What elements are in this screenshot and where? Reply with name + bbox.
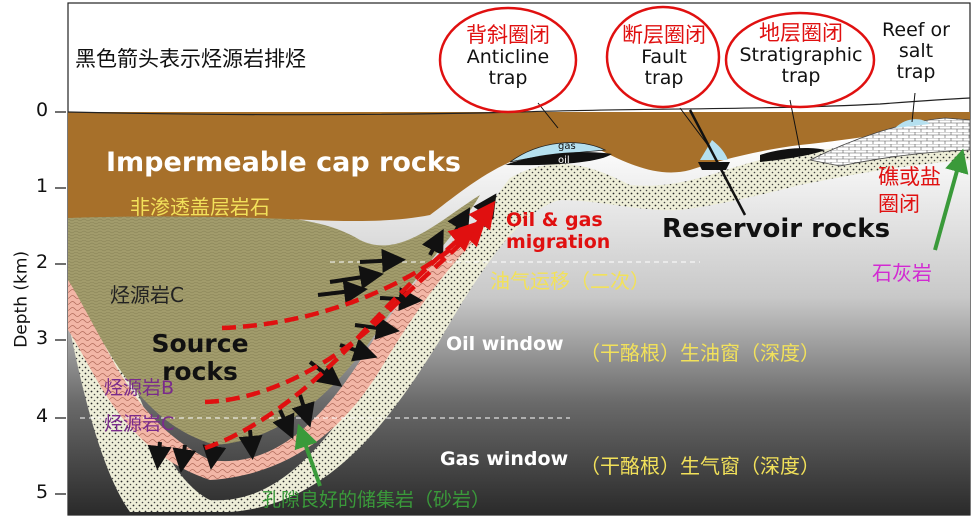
expulsion-arrow xyxy=(359,248,406,273)
depth-tick-label: 1 xyxy=(36,175,49,197)
anticline-pointer xyxy=(537,102,559,129)
stratigraphic-trap-label: 地层圈闭 Stratigraphic trap xyxy=(730,21,872,87)
reef-pointer xyxy=(911,92,916,123)
anticline-line1: Anticline xyxy=(466,46,550,69)
source-olive-band xyxy=(68,195,480,445)
depth-tick-label: 0 xyxy=(36,99,49,121)
source-rocks-line2: rocks xyxy=(162,356,238,386)
stratigraphic-cn: 地层圈闭 xyxy=(759,21,843,45)
anticline-cn: 背斜圈闭 xyxy=(466,23,550,47)
depth-tick-label: 3 xyxy=(36,327,49,349)
depth-axis-title: Depth (km) xyxy=(11,250,32,348)
migration-path xyxy=(204,224,477,451)
fault-oil xyxy=(698,162,730,170)
depth-tick-label: 4 xyxy=(36,405,49,427)
source-c-upper-label: 烃源岩C xyxy=(110,283,184,307)
expulsion-arrow xyxy=(354,315,400,340)
reef-line1: Reef or xyxy=(882,19,950,41)
fault-gas xyxy=(700,140,728,160)
anticline-oil xyxy=(505,152,612,166)
migration-cn-label: 油气运移（二次） xyxy=(490,269,650,293)
reef-line2: salt xyxy=(898,39,934,62)
oil-window-cn-label: （干酪根）生油窗（深度） xyxy=(580,341,820,365)
gas-window-cn-label: （干酪根）生气窗（深度） xyxy=(580,454,820,478)
source-b-label: 烃源岩B xyxy=(104,377,175,399)
migration-label: Oil & gas migration xyxy=(506,209,611,254)
stratigraphic-oil xyxy=(760,147,825,162)
source-rocks-line1: Source xyxy=(151,329,249,358)
migration-paths xyxy=(204,200,496,451)
fault-line xyxy=(688,109,747,216)
reef-cn-line2: 圈闭 xyxy=(878,192,920,217)
depth-tick-label: 2 xyxy=(36,251,49,273)
oil-window-label: Oil window xyxy=(446,333,564,355)
reservoir-rocks-label: Reservoir rocks xyxy=(662,214,891,244)
gas-window-label: Gas window xyxy=(440,448,569,470)
migration-line2: migration xyxy=(506,230,611,253)
migration-line1: Oil & gas xyxy=(506,209,603,231)
cap-rocks-cn-label: 非渗透盖层岩石 xyxy=(130,195,270,219)
depth-tick-label: 5 xyxy=(36,481,49,503)
anticline-oil-label: oil xyxy=(558,155,570,166)
source-rocks-label: Source rocks xyxy=(140,330,260,385)
reef-cn-label: 礁或盐 圈闭 xyxy=(878,164,941,219)
expulsion-arrow xyxy=(172,444,197,473)
expulsion-arrow xyxy=(317,279,368,304)
anticline-gas-label: gas xyxy=(558,141,576,152)
fault-line2: trap xyxy=(644,66,684,89)
stratigraphic-line2: trap xyxy=(781,64,821,87)
fault-line1: Fault xyxy=(641,46,687,69)
expulsion-arrow xyxy=(238,429,263,460)
anticline-circle xyxy=(438,6,578,114)
stratigraphic-line1: Stratigraphic xyxy=(739,44,863,67)
reservoir-layer xyxy=(68,135,970,512)
expulsion-arrow xyxy=(329,265,384,290)
reef-line3: trap xyxy=(896,60,936,83)
limestone-label: 石灰岩 xyxy=(872,261,932,285)
fault-pointer xyxy=(679,107,711,149)
reef-gas-pocket xyxy=(895,119,930,128)
surface-line xyxy=(67,97,971,116)
reservoir-cn-label: 孔隙良好的储集岩（砂岩） xyxy=(262,489,491,511)
stratigraphic-pointer xyxy=(789,99,801,151)
reef-cn-line1: 礁或盐 xyxy=(878,165,941,189)
expulsion-arrow xyxy=(291,394,315,428)
reef-trap-label: Reef or salt trap xyxy=(870,20,962,83)
fault-trap-label: 断层圈闭 Fault trap xyxy=(604,23,724,89)
stratigraphic-circle xyxy=(724,11,876,109)
caption: 黑色箭头表示烃源岩排烃 xyxy=(75,47,306,71)
anticline-trap-label: 背斜圈闭 Anticline trap xyxy=(448,23,568,89)
expulsion-arrow xyxy=(421,228,444,256)
source-c-lower-label: 烃源岩C xyxy=(104,413,175,435)
reef-body xyxy=(808,117,971,167)
reservoir-green-arrow xyxy=(294,423,322,487)
expulsion-arrow xyxy=(379,287,423,312)
migration-path xyxy=(221,200,496,331)
cap-rocks xyxy=(68,112,970,222)
expulsion-arrow xyxy=(147,441,172,470)
migration-path xyxy=(204,218,487,405)
expulsion-arrow xyxy=(272,409,295,440)
anticline-line2: trap xyxy=(488,66,528,89)
depth-axis xyxy=(55,111,66,495)
fault-circle xyxy=(605,5,721,109)
fault-cn: 断层圈闭 xyxy=(622,23,706,47)
limestone-green-arrow xyxy=(933,148,969,251)
cap-rocks-label: Impermeable cap rocks xyxy=(106,147,461,178)
